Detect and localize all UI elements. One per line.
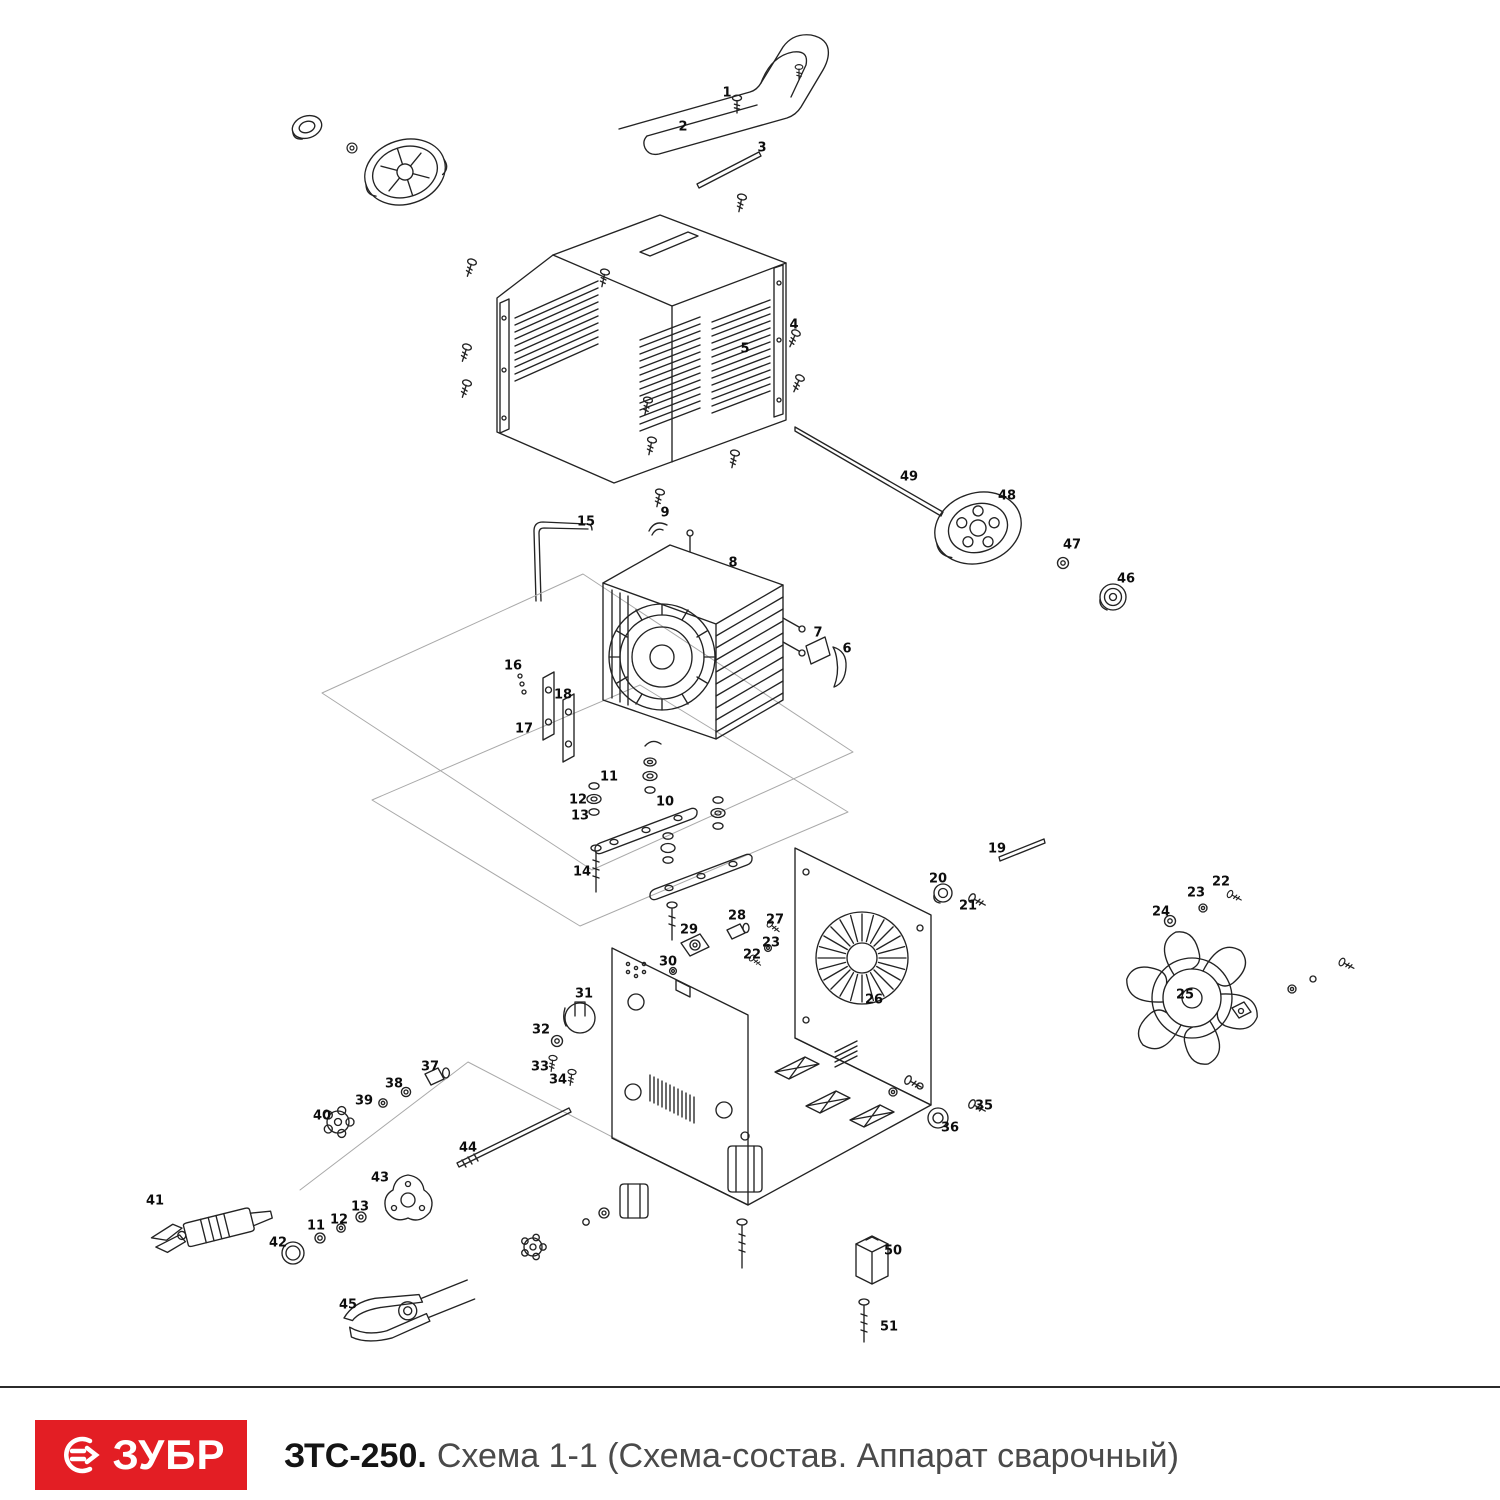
- front-wheel-washer: [346, 142, 358, 154]
- holder-hardware: [314, 1211, 367, 1244]
- bracket-15: [533, 521, 593, 602]
- fan-drawing: [1126, 931, 1258, 1065]
- electrode-holder: [150, 1207, 273, 1254]
- footer-divider: [0, 1386, 1500, 1388]
- cap-42: [281, 1241, 305, 1265]
- clip-6: [832, 646, 847, 688]
- washer-47: [1056, 556, 1070, 570]
- plate-7: [805, 636, 831, 665]
- base-drawing: [611, 847, 932, 1206]
- guide-frames: [299, 573, 854, 1191]
- panel-nut-knob: [323, 1067, 451, 1139]
- busbar-hardware: [586, 740, 753, 941]
- front-wheel: [364, 138, 448, 206]
- connectors: [521, 1131, 889, 1343]
- front-wheel-cap: [291, 114, 323, 140]
- brand-name: ЗУБР: [112, 1431, 226, 1478]
- transformer-drawing: [602, 529, 806, 740]
- cover-drawing: [496, 214, 787, 484]
- zubr-logo: ЗУБР: [35, 1420, 247, 1490]
- rear-hardware: [888, 838, 1046, 1129]
- fan-fasteners: [1163, 888, 1357, 1019]
- axle-rod: [794, 426, 944, 517]
- roller-46: [1099, 583, 1127, 611]
- knob-43: [384, 1174, 433, 1221]
- clip-9: [648, 522, 668, 536]
- rear-wheel: [934, 491, 1022, 565]
- mount-plates: [517, 671, 575, 763]
- terminal-cluster: [668, 919, 783, 976]
- diagram-subtitle: Схема 1-1 (Схема-состав. Аппарат сварочн…: [436, 1437, 1179, 1475]
- rod-44: [456, 1107, 572, 1168]
- switch-knob: [546, 1001, 596, 1087]
- earth-clamp: [343, 1279, 476, 1342]
- fan-vent: [815, 911, 909, 1005]
- cover-screws: [457, 192, 806, 509]
- rod-3: [696, 151, 762, 189]
- zubr-logo-icon: [64, 1436, 101, 1474]
- model-number: ЗТС-250.: [284, 1437, 427, 1475]
- handle-drawing: [618, 34, 830, 156]
- diagram-title: ЗТС-250.Схема 1-1 (Схема-состав. Аппарат…: [284, 1437, 1179, 1476]
